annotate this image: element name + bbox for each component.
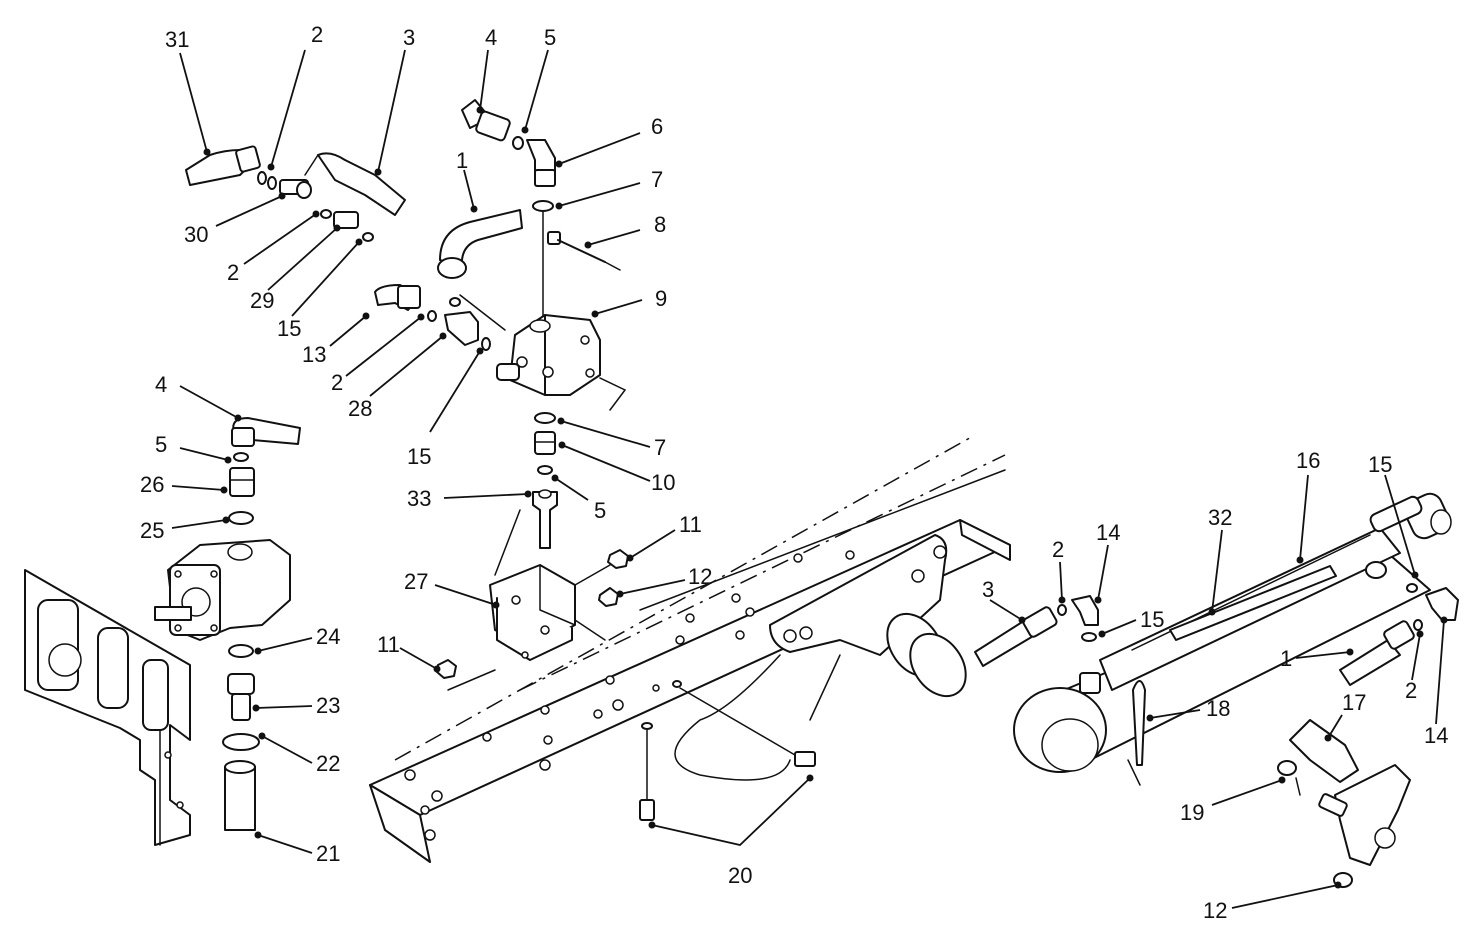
valve-inlet-hose [437, 209, 523, 279]
pump-fittings-stack [222, 452, 260, 831]
callout-22: 22 [316, 751, 340, 776]
callout-8: 8 [654, 212, 666, 237]
callout-33: 33 [407, 486, 431, 511]
axle-left-hose [974, 595, 1099, 667]
upper-right-hose-fittings [461, 99, 556, 321]
callout-4: 4 [485, 25, 497, 50]
callout-5: 5 [155, 432, 167, 457]
callout-25: 25 [140, 518, 164, 543]
hydraulic-pump [154, 539, 291, 641]
callout-2: 2 [1405, 678, 1417, 703]
side-chassis-plate [24, 569, 191, 846]
axle-right-hose [1339, 583, 1459, 686]
pump-outlet-hose [231, 417, 301, 447]
callout-11: 11 [377, 632, 400, 657]
callout-15: 15 [1368, 452, 1392, 477]
callout-9: 9 [655, 286, 667, 311]
callout-5: 5 [594, 498, 606, 523]
callout-labels: 31 2 3 4 5 6 7 8 1 9 30 2 29 15 13 2 28 … [140, 22, 1448, 923]
control-valve [459, 294, 627, 411]
valve-side-fittings [374, 284, 491, 351]
callout-14: 14 [1424, 723, 1448, 748]
callout-23: 23 [316, 693, 340, 718]
callout-15: 15 [1140, 607, 1164, 632]
callout-1: 1 [456, 148, 468, 173]
axle-pivot-bracket [674, 534, 967, 781]
callout-26: 26 [140, 472, 164, 497]
callout-13: 13 [302, 342, 326, 367]
cable-bracket [1277, 719, 1411, 888]
callout-5: 5 [544, 25, 556, 50]
callout-14: 14 [1096, 520, 1120, 545]
cylinder-decal [1169, 565, 1337, 641]
callout-2: 2 [311, 22, 323, 47]
callout-10: 10 [651, 470, 675, 495]
frame-bolts [639, 680, 816, 821]
callout-24: 24 [316, 624, 340, 649]
callout-12: 12 [1203, 898, 1227, 923]
callout-3: 3 [403, 25, 415, 50]
callout-15: 15 [407, 444, 431, 469]
callout-29: 29 [250, 288, 274, 313]
callout-12: 12 [688, 564, 712, 589]
callout-6: 6 [651, 114, 663, 139]
callout-3: 3 [982, 577, 994, 602]
callout-31: 31 [165, 27, 189, 52]
callout-20: 20 [728, 863, 752, 888]
callout-4: 4 [155, 372, 167, 397]
callout-32: 32 [1208, 505, 1232, 530]
callout-7: 7 [654, 435, 666, 460]
leader-lines [171, 49, 1448, 909]
valve-mounting-bolt [547, 231, 621, 271]
callout-16: 16 [1296, 448, 1320, 473]
cotter-pin [1132, 680, 1146, 766]
valve-bottom-fittings [532, 412, 558, 549]
callout-15: 15 [277, 316, 301, 341]
callout-28: 28 [348, 396, 372, 421]
callout-30: 30 [184, 222, 208, 247]
callout-11: 11 [679, 512, 702, 537]
callout-7: 7 [651, 167, 663, 192]
callout-27: 27 [404, 569, 428, 594]
callout-18: 18 [1206, 696, 1230, 721]
callout-2: 2 [331, 370, 343, 395]
hose-bracket [436, 509, 629, 691]
callout-17: 17 [1342, 690, 1366, 715]
callout-1: 1 [1280, 646, 1292, 671]
callout-2: 2 [1052, 537, 1064, 562]
callout-19: 19 [1180, 800, 1204, 825]
callout-2: 2 [227, 260, 239, 285]
callout-21: 21 [316, 841, 340, 866]
frame-rail-holes [404, 550, 855, 841]
upper-left-hoses [185, 145, 406, 242]
